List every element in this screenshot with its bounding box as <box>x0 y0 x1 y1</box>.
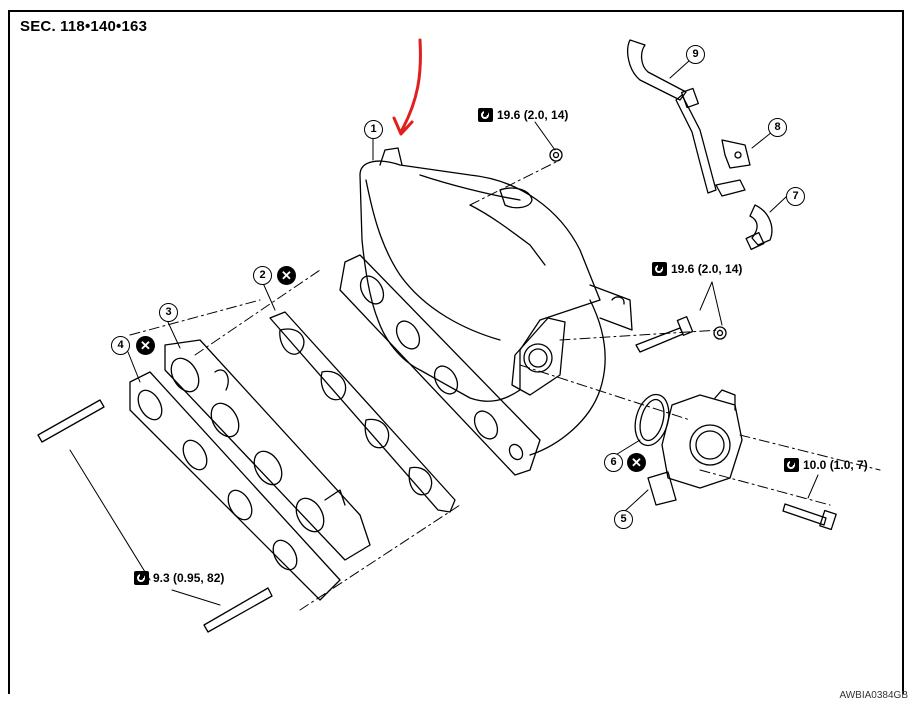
torque-value: 19.6 (2.0, 14) <box>497 108 569 122</box>
do-not-reuse-icon: ✕ <box>136 336 155 355</box>
tightening-torque-icon <box>652 262 667 276</box>
intake-manifold <box>359 147 633 456</box>
do-not-reuse-icon: ✕ <box>627 453 646 472</box>
torque-spec-1: 19.6 (2.0, 14) <box>478 108 568 122</box>
callout-1: 1 <box>364 120 383 139</box>
tightening-torque-icon <box>478 108 493 122</box>
torque-spec-3: 10.0 (1.0, 7) <box>784 458 868 472</box>
torque-spec-2: 19.6 (2.0, 14) <box>652 262 742 276</box>
callout-5: 5 <box>614 510 633 529</box>
bolts <box>549 148 837 531</box>
torque-value: 19.6 (2.0, 14) <box>671 262 743 276</box>
intake-collector <box>164 339 371 561</box>
tightening-torque-icon <box>134 571 149 585</box>
callout-7: 7 <box>786 187 805 206</box>
red-arrow-annotation <box>392 38 422 136</box>
throttle-mount-flange <box>511 317 566 396</box>
torque-spec-4: 9.3 (0.95, 82) <box>134 571 224 585</box>
tightening-torque-icon <box>784 458 799 472</box>
alignment-lines <box>129 159 881 611</box>
callout-2: 2 <box>253 266 272 285</box>
callout-8: 8 <box>768 118 787 137</box>
callout-9: 9 <box>686 45 705 64</box>
diagram-frame <box>8 10 904 694</box>
studs <box>37 399 273 633</box>
water-hose-assembly <box>627 39 773 251</box>
callout-4: 4 <box>111 336 130 355</box>
callout-6: 6 <box>604 453 623 472</box>
torque-value: 10.0 (1.0, 7) <box>803 458 868 472</box>
torque-value: 9.3 (0.95, 82) <box>153 571 225 585</box>
throttle-body <box>634 389 743 506</box>
leader-lines <box>69 59 819 606</box>
lower-gasket <box>129 371 341 601</box>
figure-code: AWBIA0384GB <box>839 690 908 701</box>
section-label: SEC. 118•140•163 <box>20 18 148 35</box>
callout-3: 3 <box>159 303 178 322</box>
manifold-flange <box>339 254 541 476</box>
gasket <box>269 311 456 513</box>
do-not-reuse-icon: ✕ <box>277 266 296 285</box>
